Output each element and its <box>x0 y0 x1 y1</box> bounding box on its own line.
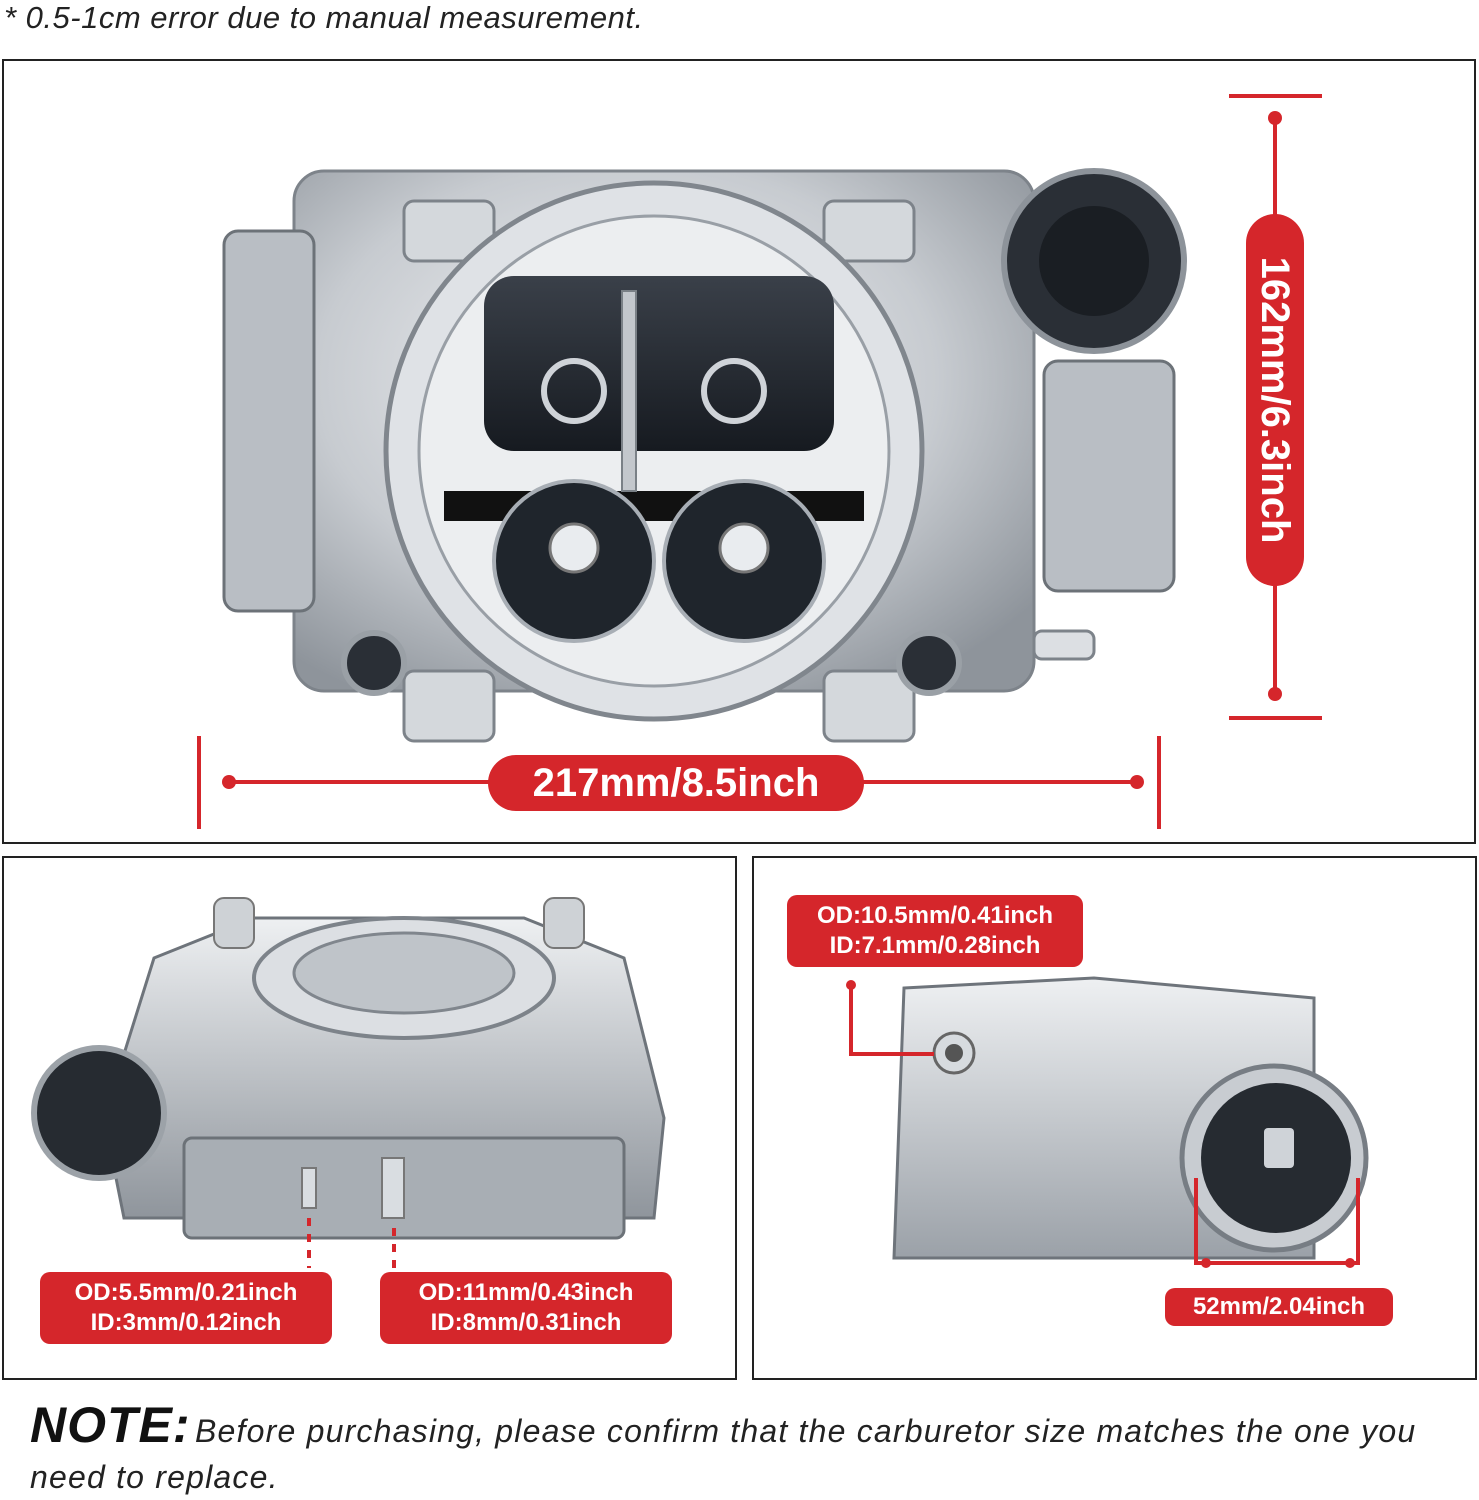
large-port-id: ID:8mm/0.31inch <box>430 1309 622 1336</box>
fuel-inlet-id: ID:7.1mm/0.28inch <box>829 932 1041 959</box>
note-text: Before purchasing, please confirm that t… <box>30 1413 1417 1495</box>
fuel-inlet-callout: OD:10.5mm/0.41inch ID:7.1mm/0.28inch <box>787 895 1083 967</box>
top-view-panel: 217mm/8.5inch 162mm/6.3inch <box>2 59 1476 844</box>
carburetor-front-view-image <box>31 897 666 1268</box>
small-port-id: ID:3mm/0.12inch <box>90 1309 282 1336</box>
width-dimension-label: 217mm/8.5inch <box>488 755 864 811</box>
choke-diameter-label: 52mm/2.04inch <box>1165 1288 1393 1326</box>
side-view-panel: OD:5.5mm/0.21inch ID:3mm/0.12inch OD:11m… <box>2 856 737 1380</box>
note-label: NOTE: <box>30 1397 191 1453</box>
height-dimension-text: 162mm/6.3inch <box>1253 256 1297 544</box>
purchase-note: NOTE: Before purchasing, please confirm … <box>30 1396 1460 1500</box>
fuel-inlet-od: OD:10.5mm/0.41inch <box>816 902 1054 929</box>
disclaimer-text: * 0.5-1cm error due to manual measuremen… <box>4 0 644 35</box>
large-vacuum-port-callout: OD:11mm/0.43inch ID:8mm/0.31inch <box>380 1272 672 1344</box>
carburetor-top-view-image <box>197 94 1322 829</box>
carburetor-choke-view-image <box>846 976 1369 1268</box>
small-vacuum-port-callout: OD:5.5mm/0.21inch ID:3mm/0.12inch <box>40 1272 332 1344</box>
large-port-od: OD:11mm/0.43inch <box>418 1279 634 1306</box>
choke-view-panel: OD:10.5mm/0.41inch ID:7.1mm/0.28inch 52m… <box>752 856 1477 1380</box>
height-dimension-label: 162mm/6.3inch <box>1246 214 1304 586</box>
small-port-od: OD:5.5mm/0.21inch <box>74 1279 298 1306</box>
